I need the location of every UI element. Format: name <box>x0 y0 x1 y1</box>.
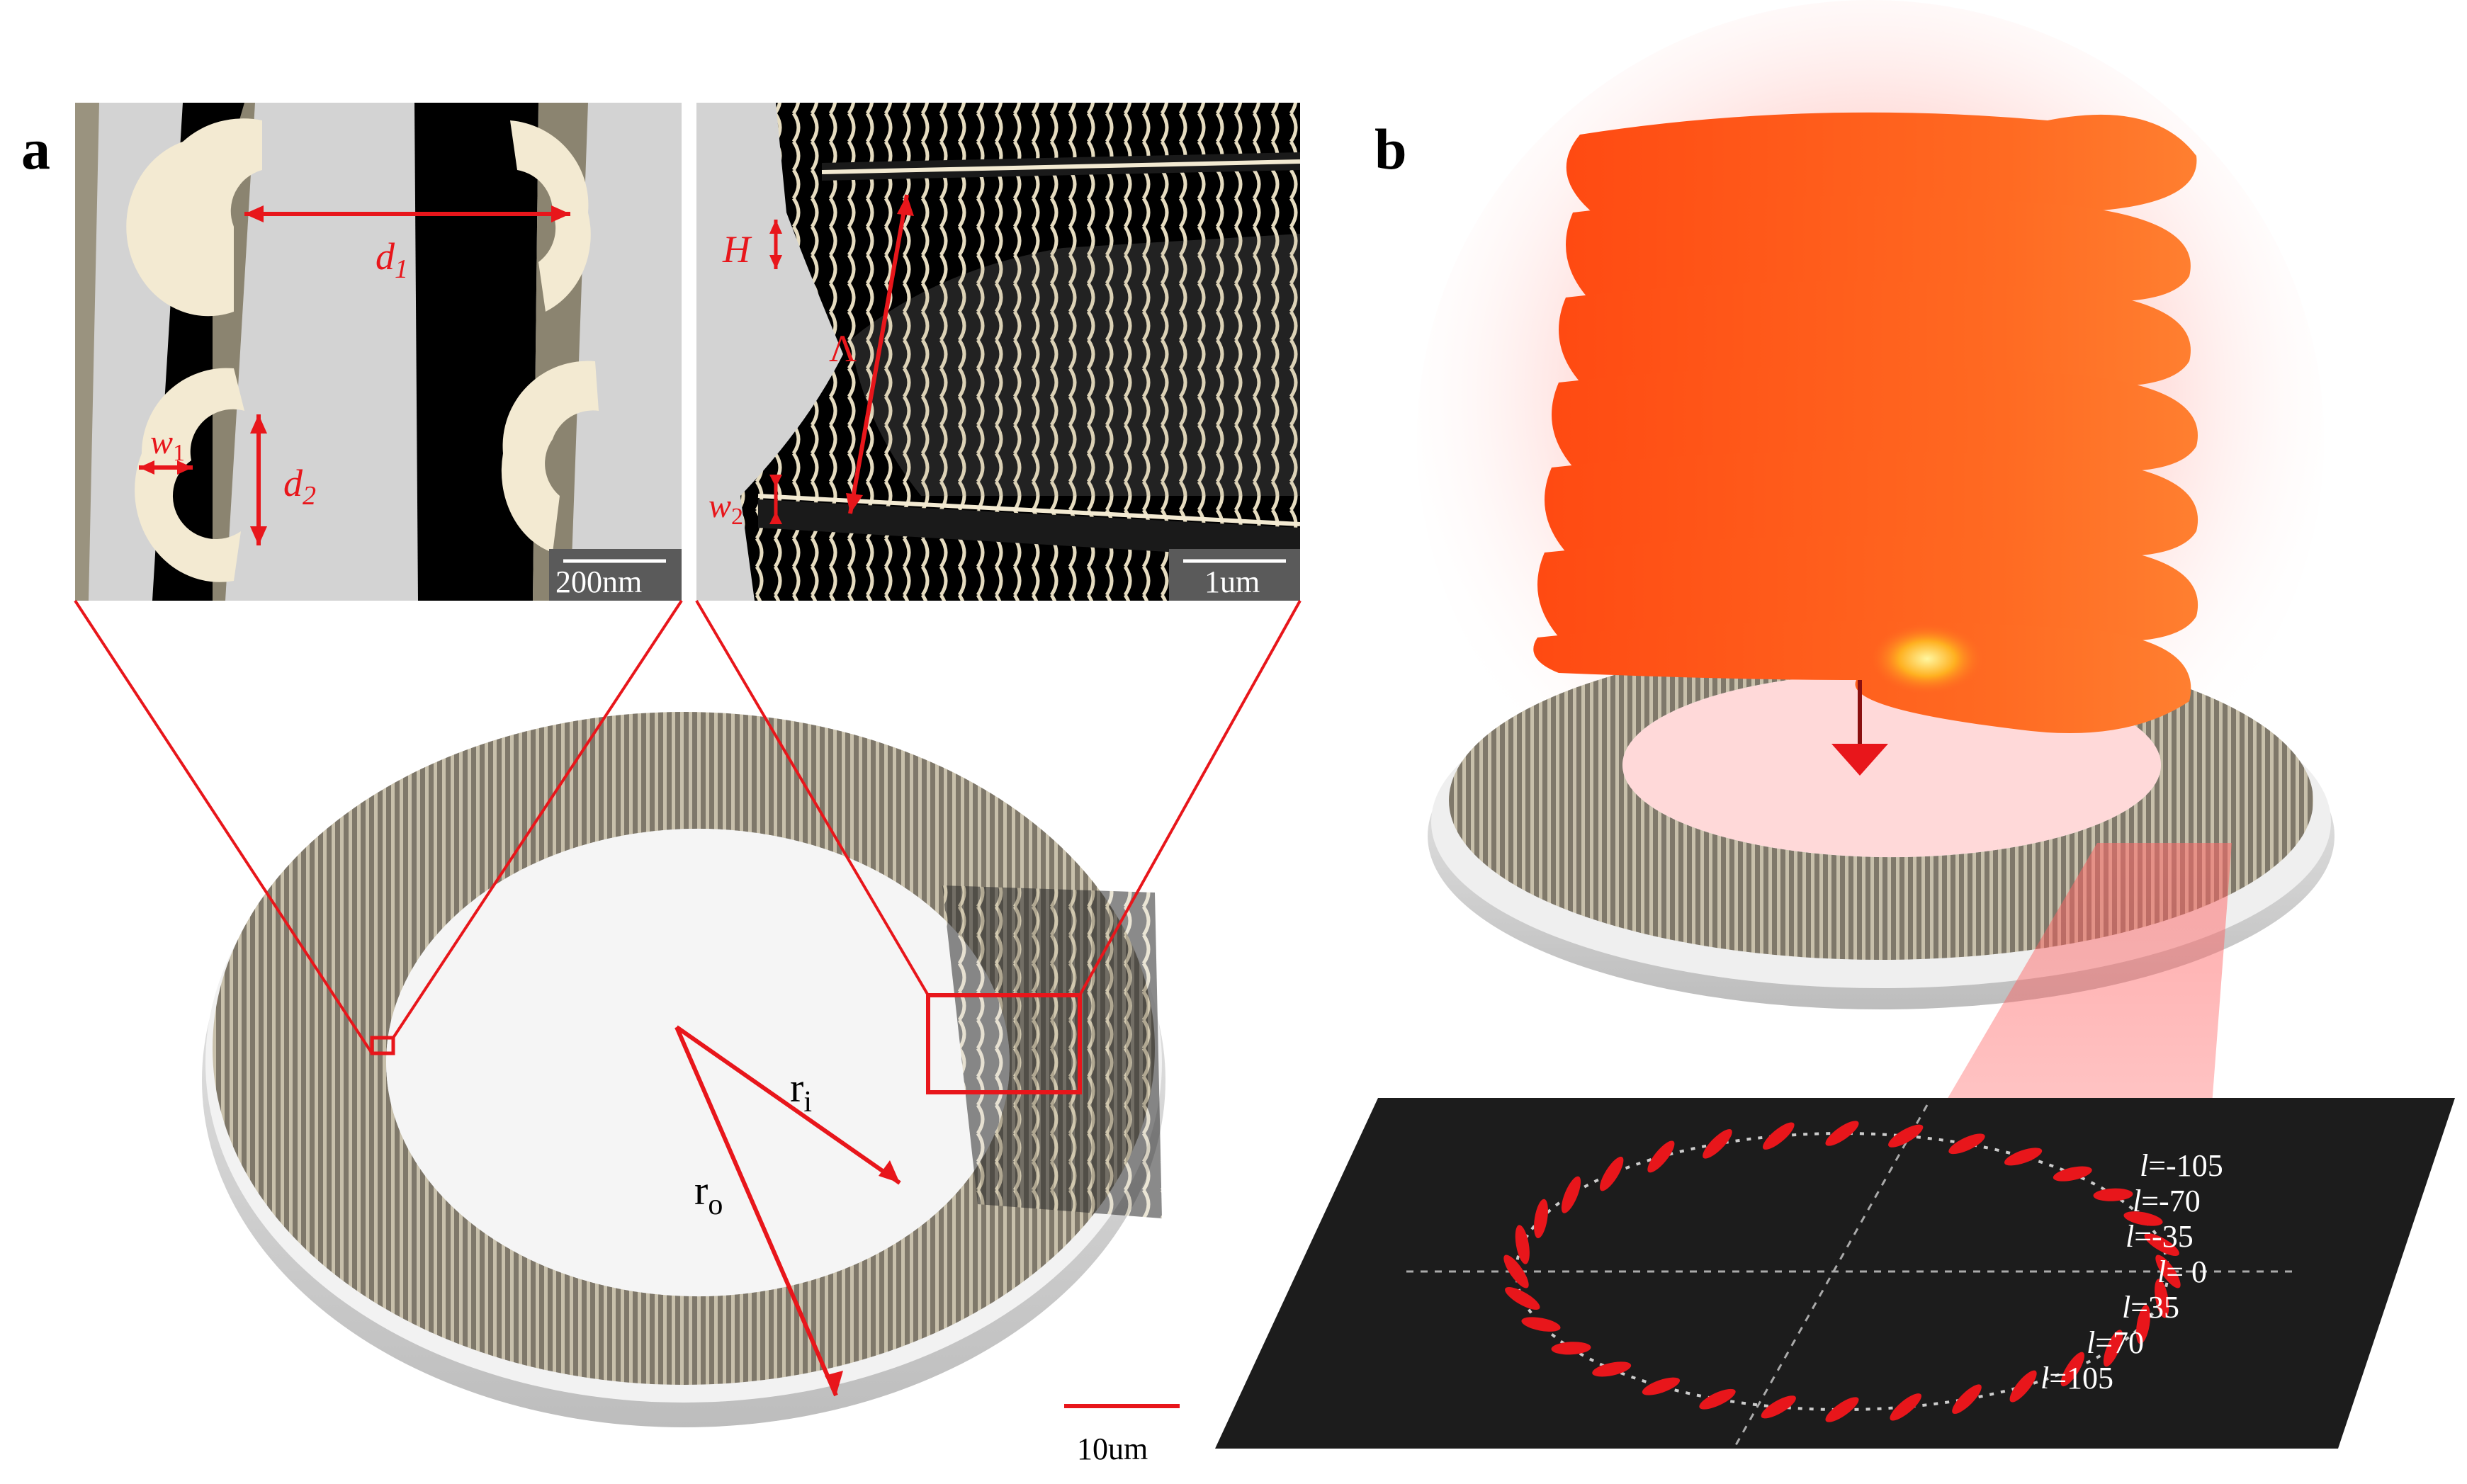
oam-spot <box>1521 1317 1561 1332</box>
oam-spot <box>2053 1166 2092 1182</box>
label-d2: d2 <box>283 462 316 511</box>
oam-spot <box>2123 1211 2163 1226</box>
oam-spot <box>2155 1279 2169 1318</box>
metasurface-ring: ri ro 10um <box>74 599 1302 1466</box>
label-H: H <box>722 228 752 271</box>
panel-label-b: b <box>1374 117 1407 181</box>
mode-label-35: l=35 <box>2122 1290 2179 1325</box>
oam-spot <box>1503 1254 1529 1288</box>
oam-spot <box>2060 1352 2084 1387</box>
oam-spot <box>1703 1129 1732 1159</box>
scale-label-10um: 10um <box>1077 1432 1148 1466</box>
oam-spot <box>2004 1148 2043 1166</box>
oam-spot <box>1952 1384 1982 1414</box>
oam-spot <box>2144 1233 2179 1256</box>
mode-label-105: l=105 <box>2040 1361 2113 1395</box>
oam-spot <box>1534 1199 1548 1239</box>
mode-label-neg70: l=-70 <box>2133 1184 2201 1218</box>
oam-spot <box>1592 1361 1632 1377</box>
oam-spot <box>1515 1225 1530 1264</box>
oam-spot <box>1888 1124 1924 1148</box>
oam-spot <box>1505 1287 1540 1310</box>
oam-spot <box>1890 1393 1921 1421</box>
vortex-beam-illustration <box>1417 0 2335 1310</box>
oam-spot <box>1699 1388 1736 1410</box>
label-w2: w2 <box>709 487 743 530</box>
oam-spot <box>2093 1188 2133 1201</box>
mode-label-neg105: l=-105 <box>2140 1148 2223 1183</box>
oam-spot <box>2009 1370 2037 1403</box>
oam-spot <box>1948 1133 1985 1155</box>
scale-label-200nm: 200nm <box>555 565 642 599</box>
oam-spot <box>1600 1156 1624 1191</box>
mode-label-0: l= 0 <box>2157 1254 2207 1289</box>
detection-screen: l=-105 l=-70 l=-35 l= 0 l=35 l=70 l=105 <box>1215 1098 2455 1449</box>
oam-spot <box>1551 1342 1591 1355</box>
mode-label-70: l=70 <box>2087 1325 2144 1360</box>
mode-label-neg35: l=-35 <box>2126 1219 2194 1254</box>
oam-spot <box>2136 1304 2150 1344</box>
oam-spot <box>1825 1397 1859 1422</box>
oam-spot <box>1761 1395 1796 1419</box>
label-lambda: Λ <box>829 327 857 370</box>
oam-spot <box>1763 1122 1795 1150</box>
oam-spot <box>1642 1377 1681 1395</box>
oam-spot <box>1647 1140 1675 1173</box>
oam-spot <box>1561 1176 1581 1213</box>
scale-label-1um: 1um <box>1204 565 1260 599</box>
oam-mode-spots <box>1503 1121 2181 1422</box>
oam-spot <box>2155 1254 2181 1288</box>
oam-spot <box>2103 1330 2123 1367</box>
label-ro: ro <box>694 1167 723 1221</box>
panel-label-a: a <box>21 117 50 181</box>
label-w1: w1 <box>150 424 185 466</box>
inset-unit-cells: d1 d2 w1 200nm <box>75 103 682 601</box>
oam-spot <box>1825 1121 1859 1146</box>
inset-grating: H Λ w2 1um <box>696 103 1300 601</box>
label-ri: ri <box>790 1065 812 1118</box>
label-d1: d1 <box>376 235 408 284</box>
